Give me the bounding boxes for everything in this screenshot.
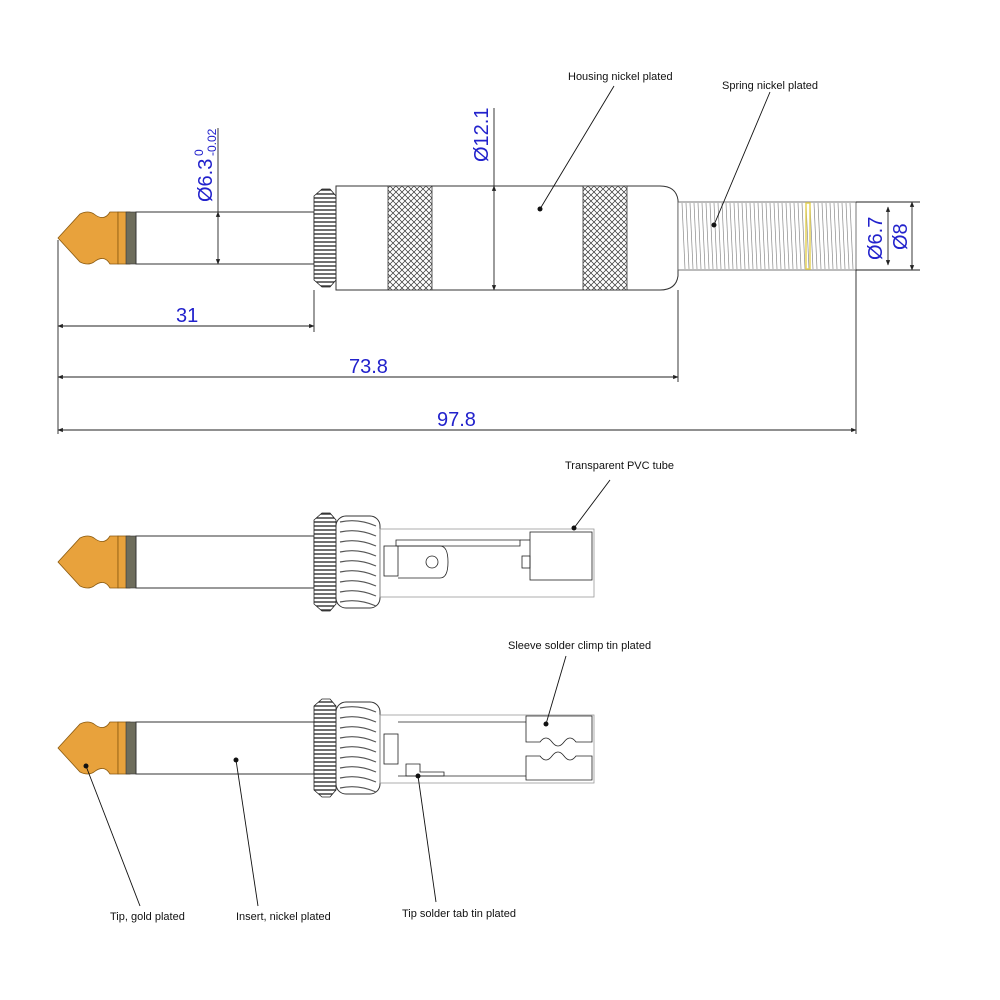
spring-callout: Spring nickel plated (722, 80, 818, 92)
knurled-ring (313, 188, 337, 288)
bottom-view: Sleeve solder climp tin plated Tip, gold… (57, 640, 651, 923)
insulator-band (125, 211, 137, 265)
spring-outer-diameter-label: Ø8 (890, 223, 912, 250)
spring-inner-diameter-label: Ø6.7 (865, 217, 887, 260)
overall-length-label: 97.8 (437, 409, 476, 431)
housing-diameter-label: Ø12.1 (471, 108, 493, 162)
tube-callout: Transparent PVC tube (565, 460, 674, 472)
housing-callout: Housing nickel plated (568, 71, 673, 83)
spring (677, 201, 857, 271)
tip-tol-upper: 0 (192, 149, 206, 156)
tip-callout: Tip, gold plated (110, 911, 185, 923)
tip-tol-lower: -0.02 (205, 128, 219, 156)
tip-tab-callout: Tip solder tab tin plated (402, 908, 516, 920)
tip-diameter-label: Ø6.3 (195, 159, 217, 202)
tip-gold (57, 211, 119, 265)
housing-grip-2 (582, 185, 628, 291)
pvc-tube (379, 528, 595, 598)
top-view: Housing nickel plated Spring nickel plat… (57, 71, 920, 434)
middle-view: Transparent PVC tube (57, 460, 674, 612)
sleeve-clamp-callout: Sleeve solder climp tin plated (508, 640, 651, 652)
housing-length-label: 73.8 (349, 356, 388, 378)
housing-grip-1 (387, 185, 433, 291)
insert-length-label: 31 (176, 305, 198, 327)
insert-callout: Insert, nickel plated (236, 911, 331, 923)
insert-shaft (135, 211, 315, 265)
